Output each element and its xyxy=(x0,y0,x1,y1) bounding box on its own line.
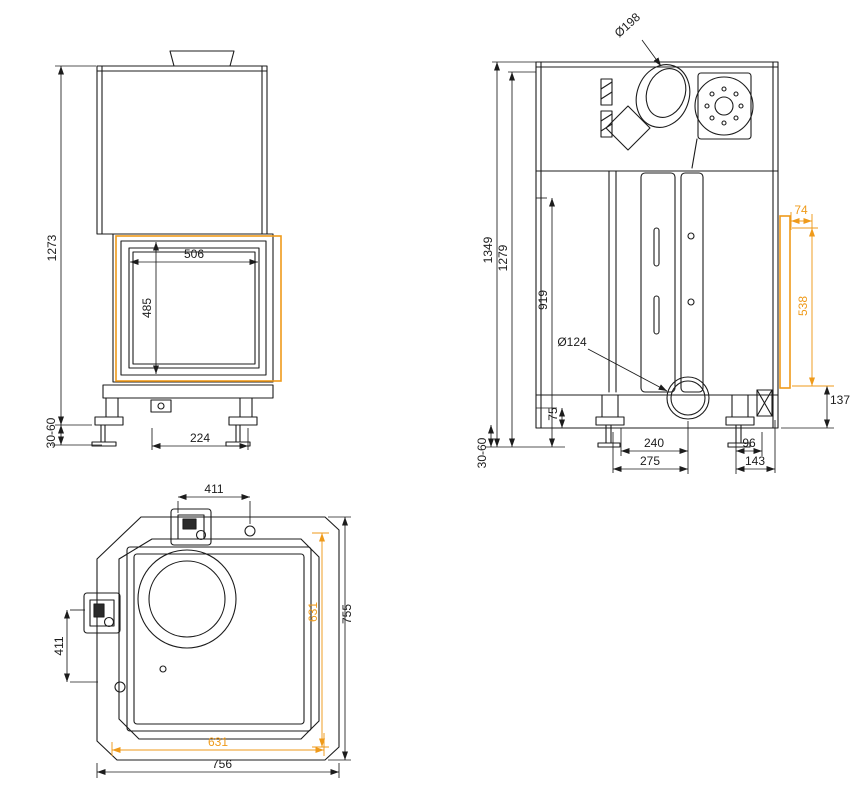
side-dim-lines xyxy=(485,39,834,474)
damper-diamond xyxy=(605,105,651,151)
side-bottom-offset-label: 137 xyxy=(830,393,850,407)
side-panel xyxy=(680,172,704,393)
side-mid-height-label: 919 xyxy=(536,290,550,310)
top-overall-width-label: 756 xyxy=(212,757,232,771)
front-frame-highlight xyxy=(115,235,282,382)
side-depth-240-label: 240 xyxy=(644,436,664,450)
side-accent-dim-lines xyxy=(790,212,834,387)
air-duct-outlet xyxy=(666,376,710,420)
side-depth-143-label: 143 xyxy=(745,454,765,468)
side-frame-highlight xyxy=(779,215,791,389)
top-latch xyxy=(170,508,212,546)
side-view: Ø198 1349 1279 919 Ø124 75 30-60 74 538 … xyxy=(475,10,850,474)
side-duct-diameter-label: Ø124 xyxy=(557,335,587,349)
side-depth-96-label: 96 xyxy=(742,436,756,450)
bolt xyxy=(244,525,256,537)
bolt xyxy=(159,665,167,673)
bolt xyxy=(114,681,126,693)
fan-unit xyxy=(694,76,754,136)
top-frame-depth-label: 631 xyxy=(306,602,320,622)
front-overall-height-label: 1273 xyxy=(45,234,59,261)
top-overall-depth-label: 755 xyxy=(340,604,354,624)
side-leg-adjustment-label: 30-60 xyxy=(475,437,489,468)
side-depth-275-label: 275 xyxy=(640,454,660,468)
flue-stub xyxy=(169,50,235,67)
front-base xyxy=(102,384,274,399)
front-glass xyxy=(128,247,260,369)
front-door-frame xyxy=(112,233,274,383)
side-view-body xyxy=(535,61,779,448)
side-duct-height-label: 75 xyxy=(546,407,560,421)
front-glass-width-label: 506 xyxy=(184,247,204,261)
flue-collar xyxy=(635,64,691,128)
top-view-body xyxy=(83,508,340,761)
front-view-body xyxy=(91,50,274,447)
front-view: 1273 30-60 506 485 224 xyxy=(44,50,282,450)
top-dim-lines xyxy=(64,494,351,778)
side-total-height-label: 1349 xyxy=(481,236,495,263)
side-top-offset-label: 74 xyxy=(794,203,808,217)
side-panel xyxy=(640,172,676,393)
front-leg-adjustment-label: 30-60 xyxy=(44,417,58,448)
top-outer-outline xyxy=(96,516,340,761)
front-base-width-label: 224 xyxy=(190,431,210,445)
fan-mount-plate xyxy=(697,72,752,140)
front-dim-lines xyxy=(52,65,258,450)
front-glass-height-label: 485 xyxy=(140,298,154,318)
top-handle-offset-top-label: 411 xyxy=(204,482,223,496)
left-latch xyxy=(83,592,121,634)
top-flue-opening xyxy=(137,549,237,649)
top-frame-width-label: 631 xyxy=(208,735,228,749)
side-frame-height-label: 538 xyxy=(796,296,810,316)
top-view: 411 411 755 631 631 756 xyxy=(52,482,354,778)
front-upper-body xyxy=(96,65,268,235)
top-handle-offset-left-label: 411 xyxy=(52,636,66,655)
side-body-height-label: 1279 xyxy=(496,244,510,271)
top-accent-dim-lines xyxy=(111,532,329,756)
side-flue-diameter-label: Ø198 xyxy=(612,10,643,40)
